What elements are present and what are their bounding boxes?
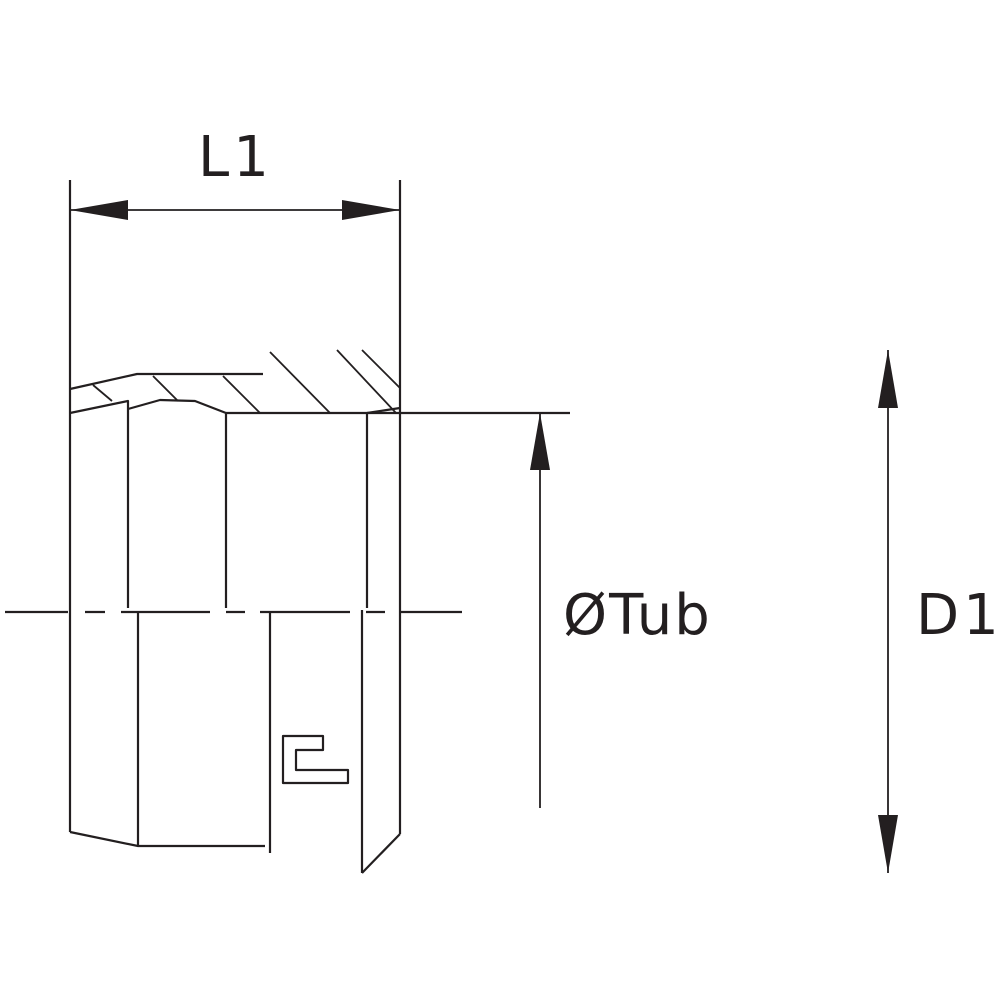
manufacturer-logo-icon	[281, 734, 350, 785]
d1-label: D1	[916, 583, 1000, 648]
dimension-tube-diameter	[530, 413, 550, 808]
tube-diameter-label: ØTub	[563, 583, 712, 648]
l1-label: L1	[198, 125, 273, 190]
part-outline	[68, 180, 570, 874]
section-hatching	[92, 349, 401, 414]
dimension-d1	[878, 350, 898, 873]
dimension-l1	[70, 200, 400, 220]
